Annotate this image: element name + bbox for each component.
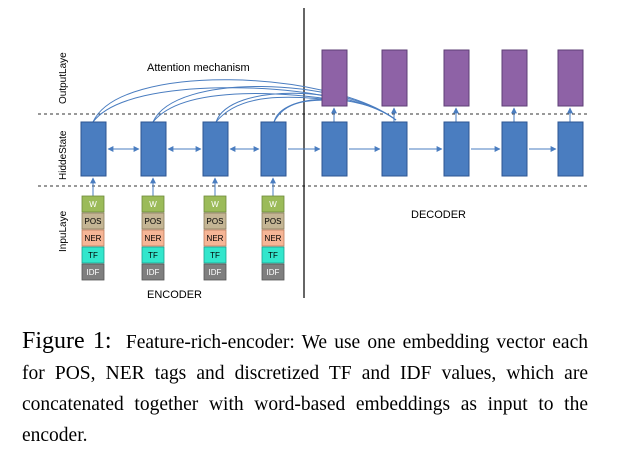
feature-idf-label: IDF xyxy=(267,268,280,277)
decoder-hidden-state xyxy=(443,121,470,177)
feature-ner xyxy=(261,229,285,247)
feature-pos xyxy=(261,212,285,230)
input-stack: W POS NER TF IDF xyxy=(81,195,105,281)
output-layer-label: OutputLaye xyxy=(58,52,69,104)
feature-w-label: W xyxy=(89,200,97,209)
feature-tf xyxy=(261,246,285,264)
hidden-state-label: HiddeState xyxy=(58,130,69,180)
decoder-hidden-state xyxy=(557,121,584,177)
decoder-hidden-state xyxy=(321,121,348,177)
feature-idf-label: IDF xyxy=(87,268,100,277)
feature-tf xyxy=(81,246,105,264)
feature-tf xyxy=(141,246,165,264)
feature-idf xyxy=(203,263,227,281)
hidden-state-layer xyxy=(80,121,584,177)
feature-pos-label: POS xyxy=(207,217,224,226)
feature-ner-label: NER xyxy=(145,234,162,243)
feature-ner-label: NER xyxy=(85,234,102,243)
feature-pos xyxy=(81,212,105,230)
output-node xyxy=(321,49,348,107)
feature-idf xyxy=(141,263,165,281)
caption-text: Feature-rich-encoder: We use one embeddi… xyxy=(22,332,588,446)
output-node xyxy=(381,49,408,107)
feature-tf-label: TF xyxy=(88,251,98,260)
feature-w xyxy=(203,195,227,213)
feature-pos-label: POS xyxy=(265,217,282,226)
feature-w xyxy=(81,195,105,213)
feature-tf xyxy=(203,246,227,264)
feature-idf-label: IDF xyxy=(209,268,222,277)
feature-pos-label: POS xyxy=(145,217,162,226)
feature-pos xyxy=(141,212,165,230)
feature-pos-label: POS xyxy=(85,217,102,226)
feature-tf-label: TF xyxy=(148,251,158,260)
output-node xyxy=(443,49,470,107)
decoder-label: DECODER xyxy=(411,209,466,221)
feature-w xyxy=(261,195,285,213)
encoder-hidden-state xyxy=(80,121,107,177)
output-node xyxy=(501,49,528,107)
input-to-hidden-arrows xyxy=(90,177,276,196)
encoder-decoder-diagram: OutputLaye HiddeState InpuLaye Attention… xyxy=(38,8,590,301)
figure-caption: Figure 1: Feature-rich-encoder: We use o… xyxy=(22,326,588,451)
decoder-hidden-state xyxy=(501,121,528,177)
feature-w-label: W xyxy=(211,200,219,209)
feature-idf xyxy=(81,263,105,281)
feature-w xyxy=(141,195,165,213)
encoder-hidden-state xyxy=(140,121,167,177)
feature-idf-label: IDF xyxy=(147,268,160,277)
feature-w-label: W xyxy=(269,200,277,209)
encoder-label: ENCODER xyxy=(147,289,202,301)
output-layer xyxy=(321,49,584,107)
attention-curves xyxy=(92,79,397,123)
output-node xyxy=(557,49,584,107)
attention-mechanism-label: Attention mechanism xyxy=(147,62,250,74)
input-stack: W POS NER TF IDF xyxy=(261,195,285,281)
feature-ner xyxy=(203,229,227,247)
feature-pos xyxy=(203,212,227,230)
input-stack: W POS NER TF IDF xyxy=(203,195,227,281)
feature-ner xyxy=(141,229,165,247)
figure-number: Figure 1: xyxy=(22,328,112,354)
decoder-hidden-state xyxy=(381,121,408,177)
feature-ner xyxy=(81,229,105,247)
feature-tf-label: TF xyxy=(268,251,278,260)
feature-ner-label: NER xyxy=(265,234,282,243)
feature-idf xyxy=(261,263,285,281)
feature-w-label: W xyxy=(149,200,157,209)
feature-tf-label: TF xyxy=(210,251,220,260)
input-layer-label: InpuLaye xyxy=(58,210,69,252)
encoder-hidden-state xyxy=(202,121,229,177)
encoder-hidden-state xyxy=(260,121,287,177)
input-stack: W POS NER TF IDF xyxy=(141,195,165,281)
hidden-to-output-arrows xyxy=(331,107,573,122)
feature-ner-label: NER xyxy=(207,234,224,243)
